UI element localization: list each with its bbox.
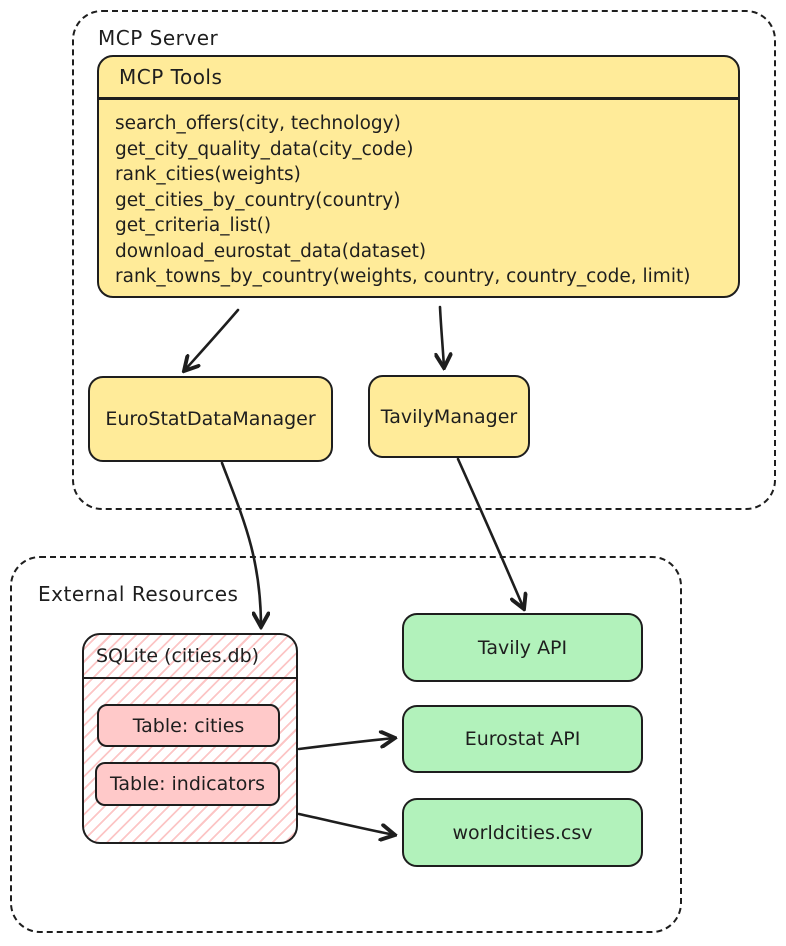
external-resources-group	[10, 556, 682, 933]
worldcities-csv-label: worldcities.csv	[452, 821, 593, 844]
tavily-manager-label: TavilyManager	[380, 405, 518, 428]
tool-item: get_cities_by_country(country)	[115, 189, 401, 211]
table-row-indicators: Table: indicators	[95, 762, 280, 806]
sqlite-database-box: SQLite (cities.db) Table: cities Table: …	[82, 633, 298, 844]
tool-item: get_criteria_list()	[115, 215, 272, 236]
eurostat-data-manager-node: EuroStatDataManager	[88, 376, 333, 462]
sqlite-title: SQLite (cities.db)	[84, 635, 296, 679]
eurostat-api-label: Eurostat API	[464, 728, 581, 750]
mcp-tools-title: MCP Tools	[99, 57, 738, 100]
mcp-server-label: MCP Server	[98, 26, 219, 50]
table-indicators-label: Table: indicators	[109, 773, 266, 795]
external-resources-label: External Resources	[38, 582, 239, 606]
eurostat-api-node: Eurostat API	[402, 705, 643, 773]
eurostat-data-manager-label: EuroStatDataManager	[105, 408, 316, 430]
tool-item: get_city_quality_data(city_code)	[115, 138, 414, 160]
mcp-server-group	[72, 10, 776, 510]
table-row-cities: Table: cities	[97, 704, 280, 747]
tool-item: download_eurostat_data(dataset)	[115, 240, 427, 262]
tavily-api-node: Tavily API	[402, 613, 643, 682]
mcp-tools-box: MCP Tools search_offers(city, technology…	[97, 55, 740, 298]
tool-item: search_offers(city, technology)	[115, 113, 401, 134]
table-cities-label: Table: cities	[132, 714, 245, 737]
mcp-tools-list: search_offers(city, technology) get_city…	[99, 100, 738, 290]
tool-item: rank_towns_by_country(weights, country, …	[115, 266, 691, 287]
tavily-manager-node: TavilyManager	[368, 375, 530, 458]
tool-item: rank_cities(weights)	[115, 164, 301, 185]
tavily-api-label: Tavily API	[477, 636, 568, 659]
worldcities-csv-node: worldcities.csv	[402, 798, 643, 867]
